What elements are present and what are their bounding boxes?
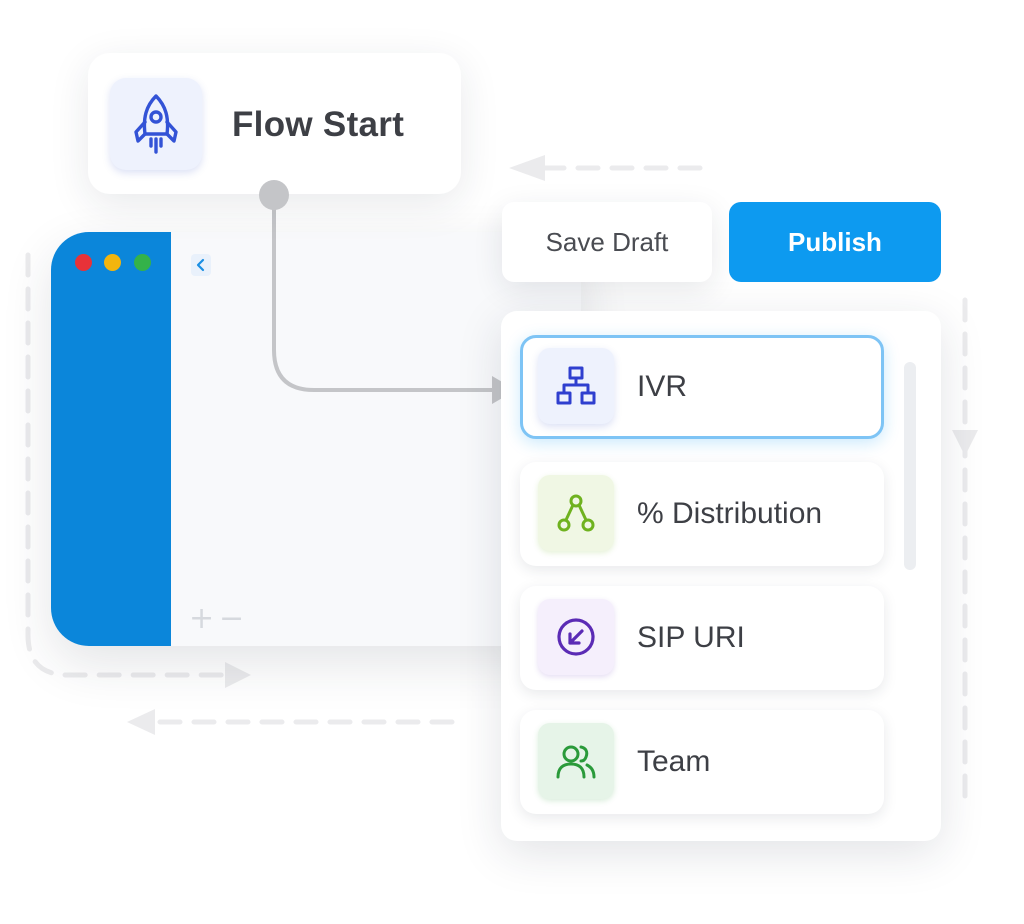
save-draft-button[interactable]: Save Draft [502,202,712,282]
window-minimize-dot[interactable] [104,254,121,271]
node-distribution[interactable]: % Distribution [520,462,884,566]
app-sidebar [51,232,171,646]
node-icon-box [538,723,614,799]
zoom-in-button[interactable]: + [189,601,215,636]
node-label: SIP URI [637,621,745,654]
rocket-icon [134,94,178,154]
arrow-down-left-circle-icon [557,618,595,656]
node-label: % Distribution [637,497,823,530]
flow-start-title: Flow Start [232,105,405,144]
node-team[interactable]: Team [520,710,884,814]
window-close-dot[interactable] [75,254,92,271]
panel-scrollbar[interactable] [904,362,916,570]
window-maximize-dot[interactable] [134,254,151,271]
node-sip-uri[interactable]: SIP URI [520,586,884,690]
collapse-sidebar-button[interactable] [191,254,211,276]
node-icon-box [538,475,614,551]
sitemap-icon [556,366,596,405]
node-label: IVR [637,370,688,403]
flow-start-icon-box [110,78,202,170]
zoom-out-button[interactable]: − [219,601,245,636]
users-icon [556,745,596,779]
distribution-icon [557,494,595,532]
node-icon-box [538,599,614,675]
connector-handle[interactable] [259,180,289,210]
node-icon-box [538,348,614,424]
publish-button[interactable]: Publish [729,202,941,282]
chevron-left-icon [196,258,205,272]
node-ivr[interactable]: IVR [520,335,884,439]
node-label: Team [637,745,711,778]
flow-start-node[interactable]: Flow Start [88,53,461,194]
